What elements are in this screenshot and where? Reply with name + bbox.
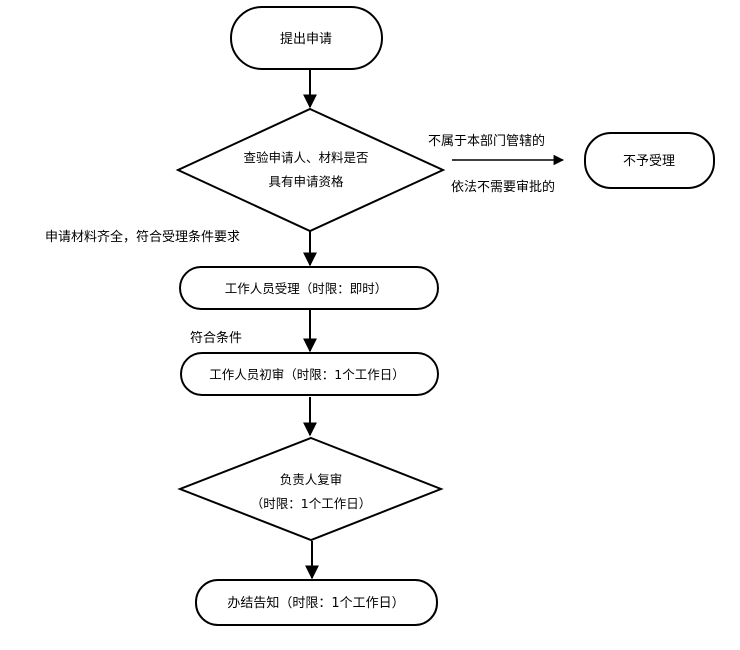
accept-node [179, 266, 439, 310]
accept-condition-label: 申请材料齐全，符合受理条件要求 [45, 229, 240, 245]
start-label: 提出申请 [280, 31, 332, 47]
notify-node [195, 579, 438, 626]
second-review-label-line2: （时限：1个工作日） [251, 496, 371, 511]
start-node [230, 6, 383, 70]
notify-label: 办结告知（时限：1个工作日） [227, 595, 404, 611]
reject-condition-line1: 不属于本部门管辖的 [428, 133, 545, 149]
reject-label: 不予受理 [623, 154, 675, 169]
reject-node [584, 132, 715, 189]
accept-label: 工作人员受理（时限：即时） [225, 281, 388, 296]
second-review-label-line1: 负责人复审 [280, 472, 343, 487]
check-label-line2: 具有申请资格 [268, 174, 344, 189]
check-label-line1: 查验申请人、材料是否 [243, 150, 368, 165]
second-review-diamond [177, 436, 444, 542]
first-review-node [180, 352, 439, 396]
first-review-condition-label: 符合条件 [190, 330, 242, 346]
check-eligibility-diamond [175, 107, 446, 233]
reject-condition-line2: 依法不需要审批的 [451, 179, 555, 195]
first-review-label: 工作人员初审（时限：1个工作日） [209, 367, 404, 382]
